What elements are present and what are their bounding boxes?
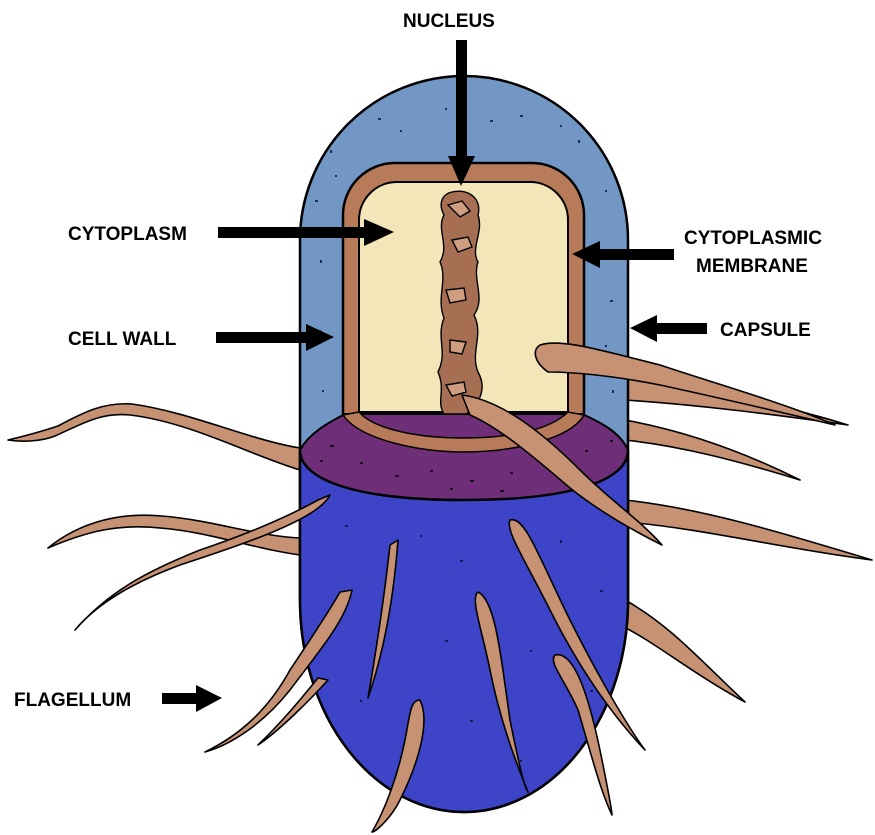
cell-body-lower [300,450,628,812]
flagellum-left-upper [8,404,300,470]
flagellum-right-bottom [620,600,745,702]
label-capsule: CAPSULE [720,320,811,341]
capsule-arrow [630,315,707,342]
label-cell-wall: CELL WALL [68,329,177,350]
label-cytoplasm: CYTOPLASM [68,224,187,245]
label-cytoplasmic-membrane-line2: MEMBRANE [696,256,808,277]
flagellum-left-front [75,495,330,630]
nucleoid-body [438,191,482,414]
label-cytoplasmic-membrane-line1: CYTOPLASMIC [684,228,822,249]
flagellum-arrow [162,685,222,712]
label-flagellum: FLAGELLUM [14,690,131,711]
flagellum-right-mid [625,420,800,480]
label-nucleus: NUCLEUS [403,11,495,32]
nucleoid [438,191,482,414]
flagellum-right-lower [625,500,872,560]
